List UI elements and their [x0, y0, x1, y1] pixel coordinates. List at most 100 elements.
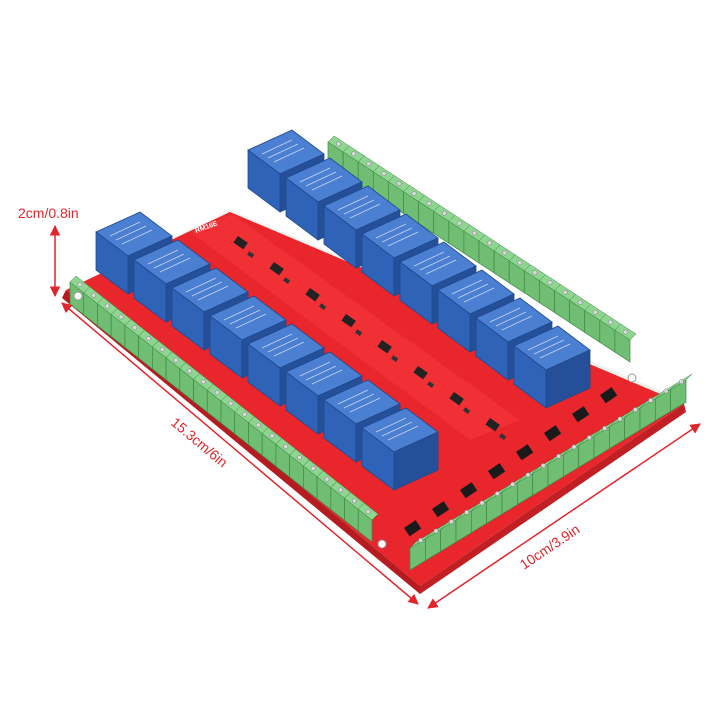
relay-marking: [457, 283, 489, 299]
terminal-screw: [510, 481, 516, 487]
terminal-screw: [623, 329, 628, 335]
relay-marking: [185, 277, 217, 293]
terminal-screw: [411, 191, 417, 196]
terminal-screw: [91, 292, 97, 298]
terminal-screw: [77, 281, 83, 287]
terminal-screw: [487, 240, 492, 246]
optocoupler: [571, 406, 590, 423]
width-dimension-arrow: [427, 423, 701, 609]
terminal-screw: [648, 397, 654, 403]
terminal-screw: [571, 444, 577, 450]
terminal-screw: [159, 346, 165, 352]
relay-marking: [387, 231, 419, 247]
relay-marking: [115, 225, 147, 241]
relay-marking: [539, 343, 571, 359]
relay-marking: [343, 199, 375, 215]
relay-marking: [261, 139, 293, 155]
relay-marking: [381, 227, 413, 243]
terminal-screw: [365, 509, 371, 515]
terminal-screw: [464, 509, 470, 515]
terminal-screw: [479, 500, 485, 506]
terminal-screw: [678, 379, 684, 385]
relay-marking: [311, 175, 343, 191]
relay-marking: [191, 281, 223, 297]
terminal-screw: [173, 357, 179, 363]
terminal-screw: [283, 444, 289, 450]
mounting-hole: [73, 291, 83, 301]
smd-component: [269, 262, 284, 276]
terminal-screw: [228, 400, 234, 406]
terminal-screw: [418, 537, 424, 543]
terminal-screw: [502, 250, 508, 256]
relay-marking: [451, 279, 483, 295]
terminal-screw: [632, 407, 638, 413]
terminal-screw: [456, 220, 462, 226]
smd-component: [449, 392, 464, 406]
relay-marking: [489, 307, 521, 323]
terminal-screw: [586, 435, 592, 441]
terminal-screw: [494, 491, 500, 497]
smd-component: [305, 287, 320, 302]
terminal-screw: [381, 171, 387, 177]
terminal-screw: [269, 433, 275, 439]
terminal-screw: [562, 290, 568, 295]
relay-marking: [267, 143, 299, 159]
smd-component: [283, 277, 291, 284]
relay-marking: [197, 285, 229, 301]
relay-marking: [109, 221, 141, 237]
mounting-hole: [377, 539, 387, 549]
smd-component: [233, 235, 248, 250]
optocoupler: [600, 387, 618, 404]
relay-marking: [425, 259, 457, 275]
smd-component: [247, 251, 255, 258]
terminal-screw: [592, 309, 598, 315]
relay-marking: [375, 223, 407, 239]
smd-component: [463, 407, 471, 414]
terminal-screw: [146, 336, 151, 341]
relay-marking: [413, 251, 445, 267]
terminal-screw: [472, 230, 477, 236]
relay-marking: [299, 167, 331, 183]
terminal-screw: [104, 303, 110, 309]
terminal-screw: [663, 388, 669, 394]
terminal-screw: [607, 319, 613, 325]
terminal-screw: [556, 453, 562, 459]
terminal-screw: [255, 422, 261, 428]
terminal-screw: [441, 210, 447, 216]
terminal-screw: [426, 200, 432, 206]
terminal-screw: [448, 519, 454, 525]
relay: [545, 349, 591, 409]
relay-marking: [463, 287, 495, 303]
terminal-screw: [214, 390, 220, 396]
relay-marking: [419, 255, 451, 271]
terminal-screw: [602, 425, 608, 431]
terminal-screw: [132, 325, 138, 331]
terminal-screw: [547, 280, 553, 285]
length-dimension-arrow: [61, 302, 419, 605]
terminal-screw: [366, 161, 372, 167]
terminal-screw: [532, 270, 538, 276]
relay-marking: [527, 335, 559, 351]
terminal-screw: [297, 455, 302, 460]
terminal-screw: [517, 260, 523, 266]
relay-marking: [349, 203, 381, 219]
terminal-screw: [351, 151, 357, 157]
relay-marking: [153, 253, 185, 269]
terminal-screw: [336, 141, 341, 147]
terminal-screw: [351, 498, 357, 504]
terminal-screw: [577, 299, 583, 305]
smd-component: [427, 381, 435, 388]
terminal-screw: [540, 463, 546, 469]
terminal-screw: [200, 379, 206, 385]
terminal-screw: [525, 472, 531, 478]
relay-marking: [501, 315, 533, 331]
terminal-screw: [118, 314, 124, 320]
relay-row-right: [247, 129, 591, 409]
terminal-screw: [187, 368, 193, 374]
relay-marking: [121, 229, 153, 245]
relay-marking: [495, 311, 527, 327]
relay-marking: [533, 339, 565, 355]
relay-marking: [159, 257, 191, 273]
